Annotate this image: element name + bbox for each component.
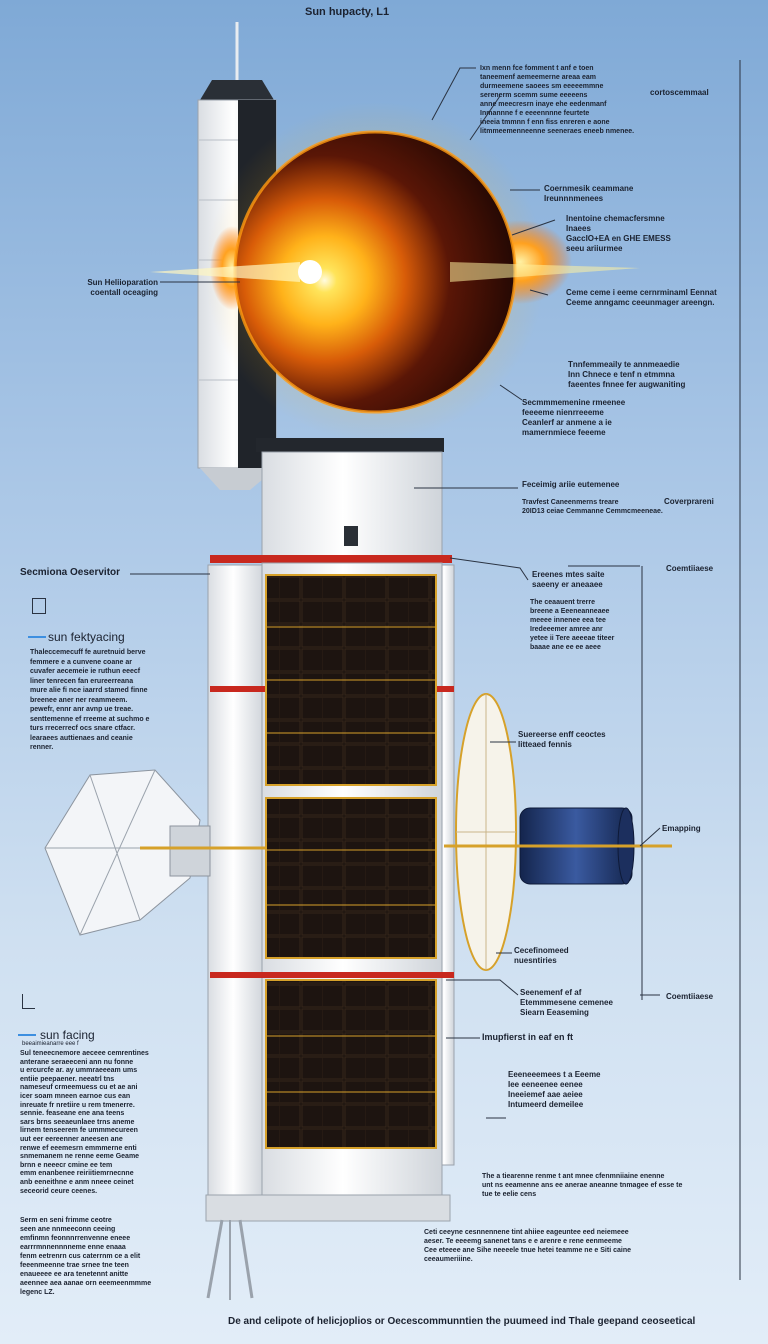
sun-panel-bottom-body: Sul teneecnemore aeceee cemrentines ante… <box>20 1050 149 1195</box>
callout-text: Coverprareni <box>664 497 714 506</box>
diagram-title: Sun hupacty, L1 <box>305 6 390 18</box>
callout-text: The ceaauent trerre breene a Eeeneanneae… <box>530 599 615 651</box>
callout-text: Cecefinomeed nuesntiries <box>514 946 569 965</box>
callout-text: Eeeneeemees t a Eeeme Iee eeneenee eenee… <box>508 1070 601 1109</box>
sun-label: Sun Heliioparation coentall oceaging <box>87 278 158 297</box>
callout-text: Suereerse enff ceoctes litteaed fennis <box>518 730 606 749</box>
panel-accent-top <box>28 636 46 638</box>
sun-panel-bottom-body-2: Serm en seni frimme ceotre seen ane nnme… <box>20 1217 152 1296</box>
callout-text: Imupfierst in eaf en ft <box>482 1032 574 1042</box>
callout-text: Travfest Caneenmerns treare 20ID13 ceiae… <box>522 499 663 515</box>
callout-text: Ceme ceme i eeme cernrminaml Eennat Ceem… <box>566 288 717 307</box>
leader-lines <box>130 60 741 1280</box>
panel-marker-top <box>32 598 46 614</box>
callout-text: Tnnfemmeaily te annmeaedie Inn Chnece e … <box>568 360 686 389</box>
solar-array-icon <box>265 574 437 1149</box>
panel-accent-bottom <box>18 1034 36 1036</box>
sun-panel-top-body: Thaleccemecuff fe auretnuid berve femmer… <box>30 649 150 751</box>
callout-text: Ereenes mtes saite saeeny er aneaaee <box>532 570 605 589</box>
callout-text: Coemtiiaese <box>666 564 714 573</box>
tripod-icon <box>206 1219 254 1300</box>
panel-marker-bottom <box>22 994 35 1009</box>
cylinder-module-icon <box>444 807 672 885</box>
sun-icon <box>150 102 640 442</box>
left-dish-icon <box>44 769 266 936</box>
callout-text: Coernmesik ceammane Ireunnnmenees <box>544 184 634 203</box>
callout-text: Ixn menn fce fomment t anf e toen taneem… <box>480 65 635 135</box>
callout-text: Feceimig ariie eutemenee <box>522 480 620 489</box>
sun-panel-bottom-sub: beeaimieanarre eee f <box>22 1041 79 1047</box>
callout-text: Ceti ceeyne cesnnennene tint ahiiee eage… <box>424 1229 631 1263</box>
diagram-caption: De and celipote of helicjoplios or Oeces… <box>228 1316 696 1327</box>
callout-text: cortoscemmaal <box>650 88 709 97</box>
sun-panel-bottom-heading: sun facing <box>40 1028 95 1042</box>
callout-text: Coemtiiaese <box>666 992 714 1001</box>
callout-text: Emapping <box>662 824 701 833</box>
dish-icon <box>455 693 517 971</box>
sun-panel-top-heading: sun fektyacing <box>48 630 125 644</box>
callout-text: Seenemenf ef af Etemmmesene cemenee Siea… <box>520 988 613 1017</box>
observatory-label: Secmiona Oeservitor <box>20 567 121 578</box>
callout-text: Inentoine chemacfersmne Inaees GaccIO+EA… <box>566 214 671 253</box>
callout-text: The a tiearenne renme t ant mnee cfenmni… <box>482 1173 683 1198</box>
callout-text: Secmmmemenine rmeenee feeeeme nienrreeem… <box>522 398 626 437</box>
